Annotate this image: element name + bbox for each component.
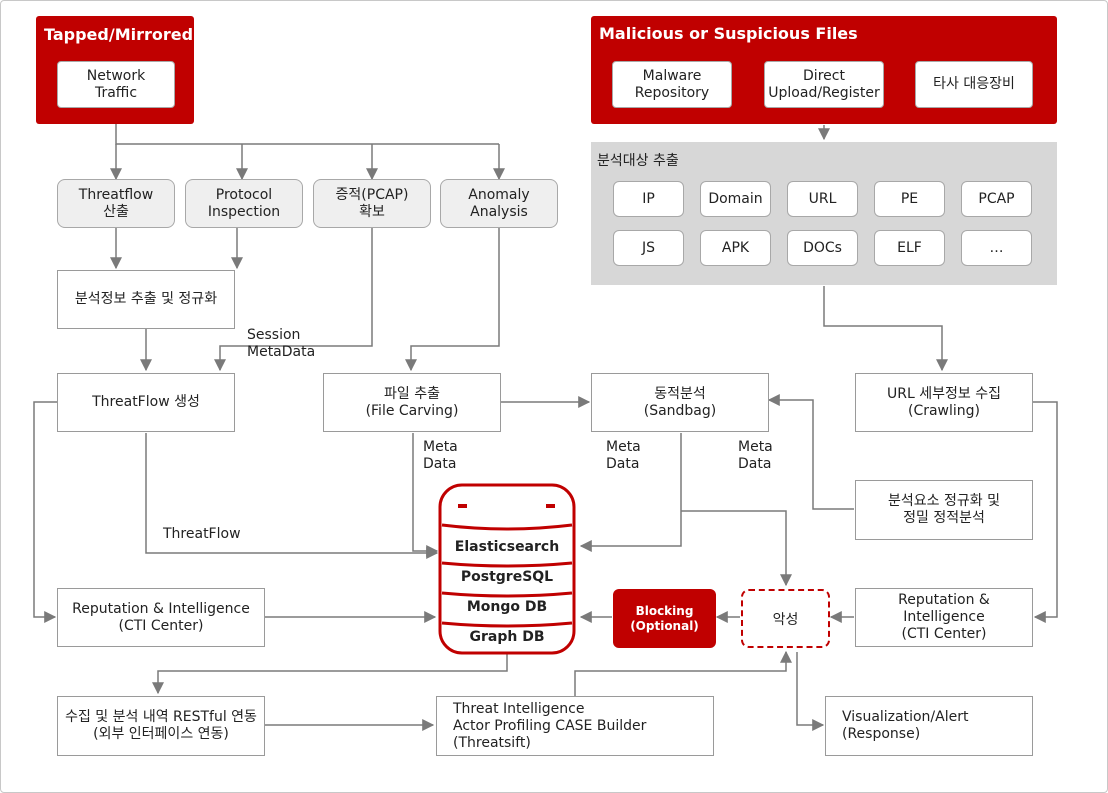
network-traffic-box: Network Traffic xyxy=(57,61,175,108)
target-elf: ELF xyxy=(874,230,945,266)
target-url: URL xyxy=(787,181,858,217)
edge-db-restful xyxy=(152,653,508,695)
edge-crawl-cti-right xyxy=(1033,401,1058,623)
direct-upload-box: Direct Upload/Register xyxy=(764,61,884,108)
analysis-targets-title: 분석대상 추출 xyxy=(597,153,679,169)
edge-threatsift-malicious xyxy=(574,650,792,696)
meta-data-label-sandbox-left: Meta Data xyxy=(606,439,641,472)
malicious-verdict-box: 악성 xyxy=(741,589,830,648)
sandbox-analysis-box: 동적분석 (Sandbag) xyxy=(591,373,769,432)
threatsift-box: Threat Intelligence Actor Profiling CASE… xyxy=(436,696,714,756)
pcap-evidence-box: 증적(PCAP) 확보 xyxy=(313,179,431,228)
protocol-inspection-box: Protocol Inspection xyxy=(185,179,303,228)
db-graphdb: Graph DB xyxy=(469,629,545,645)
target-ip: IP xyxy=(613,181,684,217)
edge-targets-crawl xyxy=(823,286,948,372)
threatflow-generation-box: ThreatFlow 생성 xyxy=(57,373,235,432)
db-elasticsearch: Elasticsearch xyxy=(454,539,560,555)
db-postgresql: PostgreSQL xyxy=(460,569,554,585)
malicious-files-title: Malicious or Suspicious Files xyxy=(599,24,858,43)
target-pcap: PCAP xyxy=(961,181,1032,217)
meta-data-label-sandbox-right: Meta Data xyxy=(738,439,773,472)
session-metadata-label: Session MetaData xyxy=(247,327,316,360)
threatflow-calc-box: Threatflow 산출 xyxy=(57,179,175,228)
third-party-device-box: 타사 대응장비 xyxy=(915,61,1033,108)
edge-malicious-visualization xyxy=(796,652,825,731)
restful-integration-box: 수집 및 분석 내역 RESTful 연동 (외부 인터페이스 연동) xyxy=(57,696,265,756)
edge-anomaly-down xyxy=(405,228,500,372)
file-carving-box: 파일 추출 (File Carving) xyxy=(323,373,501,432)
cti-center-right-box: Reputation & Intelligence (CTI Center) xyxy=(855,588,1033,647)
database-cylinder: Elasticsearch PostgreSQL Mongo DB Graph … xyxy=(438,483,576,655)
edge-sandbox-db xyxy=(579,433,682,552)
edge-sandbox-malicious xyxy=(681,510,792,587)
edge-threatflow-cti-left xyxy=(33,401,57,623)
blocking-optional-box: Blocking (Optional) xyxy=(613,589,716,648)
target-docs: DOCs xyxy=(787,230,858,266)
anomaly-analysis-box: Anomaly Analysis xyxy=(440,179,558,228)
target-apk: APK xyxy=(700,230,771,266)
edge-static-sandbox xyxy=(767,394,854,510)
threatflow-label: ThreatFlow xyxy=(163,526,241,542)
malware-repository-box: Malware Repository xyxy=(612,61,732,108)
normalize-box: 분석정보 추출 및 정규화 xyxy=(57,270,235,329)
url-crawling-box: URL 세부정보 수집 (Crawling) xyxy=(855,373,1033,432)
target-pe: PE xyxy=(874,181,945,217)
tapped-mirrored-title: Tapped/Mirrored xyxy=(44,25,194,44)
visualization-alert-box: Visualization/Alert (Response) xyxy=(825,696,1033,756)
cti-center-left-box: Reputation & Intelligence (CTI Center) xyxy=(57,588,265,647)
target-more: … xyxy=(961,230,1032,266)
meta-data-label-carving: Meta Data xyxy=(423,439,458,472)
edge-pcap-down xyxy=(214,228,373,372)
db-mongodb: Mongo DB xyxy=(466,599,548,615)
target-js: JS xyxy=(613,230,684,266)
target-domain: Domain xyxy=(700,181,771,217)
database-cylinder-shape xyxy=(438,483,576,655)
edge-threatflow-db xyxy=(145,433,439,559)
static-analysis-box: 분석요소 정규화 및 정밀 정적분석 xyxy=(855,480,1033,540)
